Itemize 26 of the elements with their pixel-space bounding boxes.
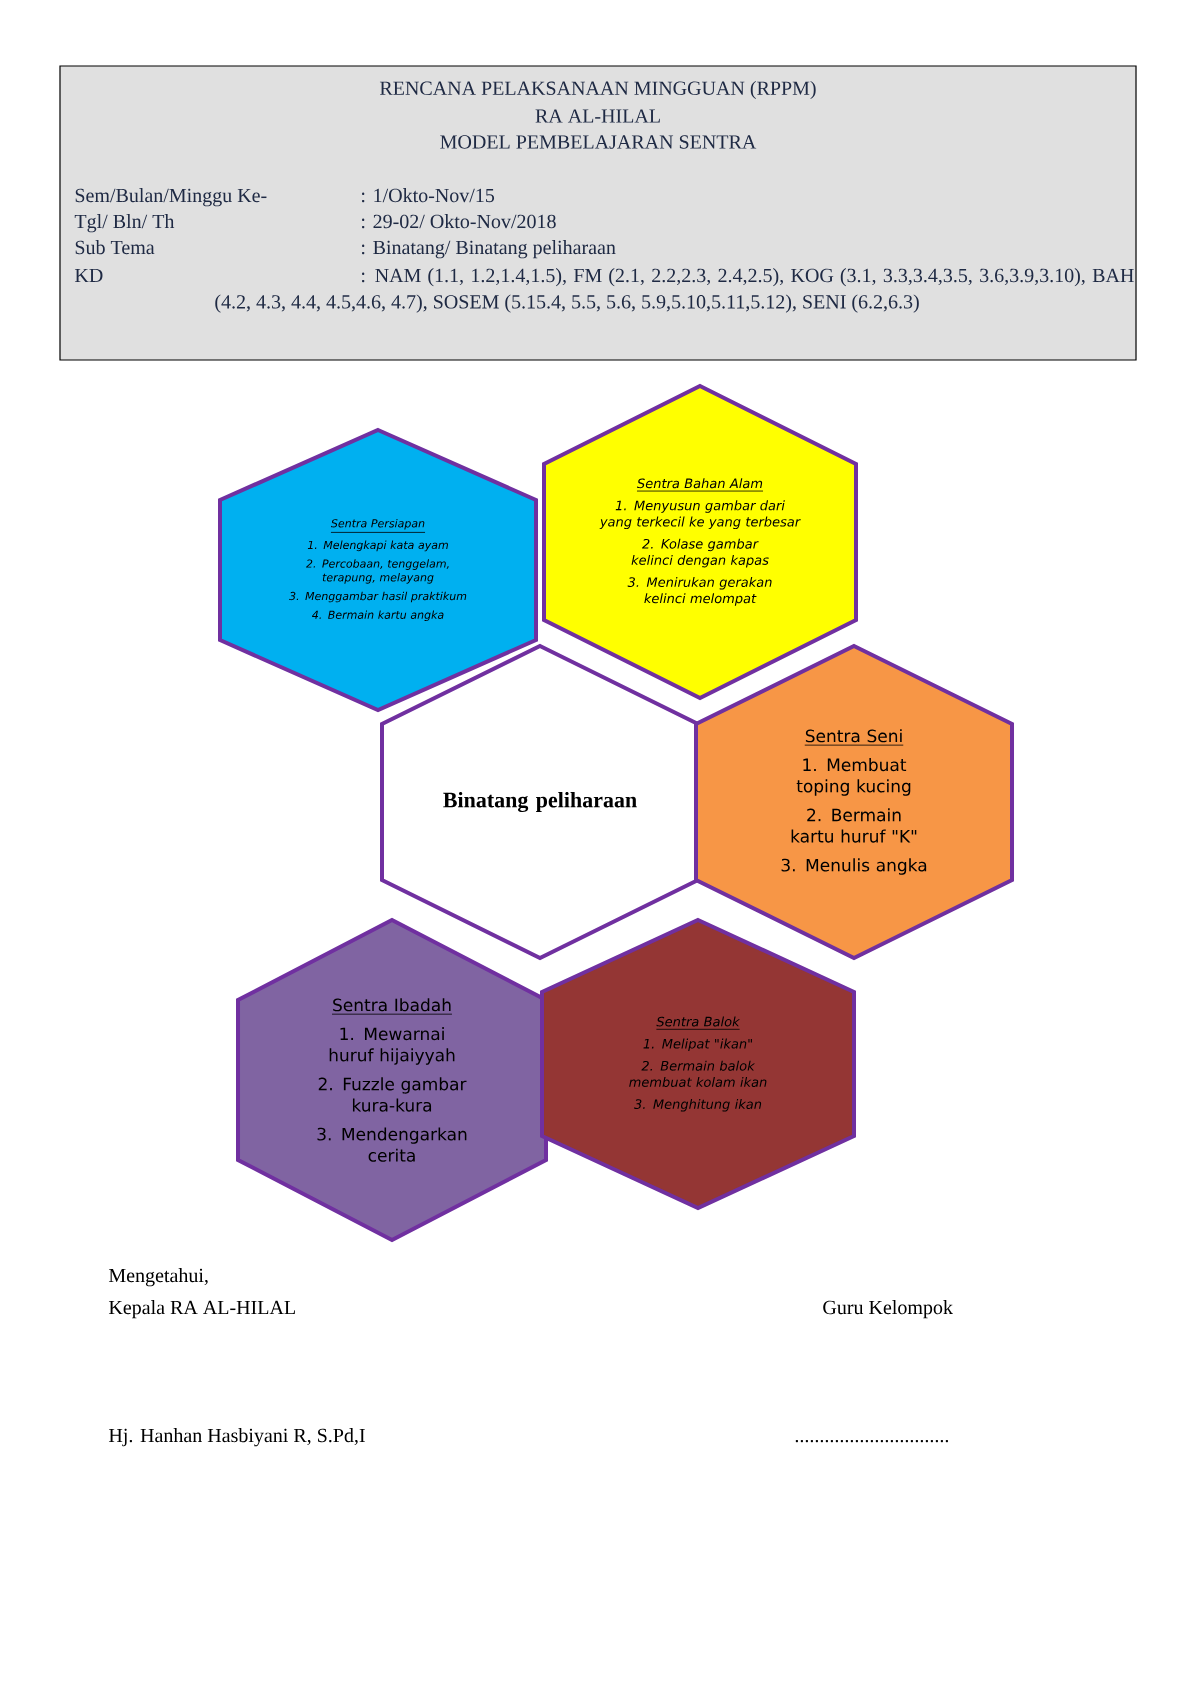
field-value: : 1/Okto-Nov/15 bbox=[361, 188, 495, 203]
list-item: 2. Bermain kartu huruf "K" bbox=[791, 808, 917, 843]
field-label: Sem/Bulan/Minggu Ke- bbox=[75, 188, 267, 207]
signature-text: Hj. Hanhan Hasbiyani R, S.Pd,I bbox=[108, 1428, 365, 1447]
title-line: RA AL-HILAL bbox=[535, 109, 660, 123]
center-text: Binatang peliharaan bbox=[443, 791, 637, 813]
header-box bbox=[59, 65, 1137, 361]
signature-text: Guru Kelompok bbox=[823, 1300, 953, 1319]
list-item: 3. Menulis angka bbox=[781, 858, 927, 875]
field-value: : 29-02/ Okto-Nov/2018 bbox=[361, 214, 556, 229]
signature-text: Kepala RA AL-HILAL bbox=[108, 1300, 295, 1319]
heading: Sentra Ibadah bbox=[331, 998, 453, 1015]
title-line: RENCANA PELAKSANAAN MINGGUAN (RPPM) bbox=[379, 80, 816, 100]
field-label: KD bbox=[74, 268, 103, 283]
list-item: 2. Fuzzle gambar kura-kura bbox=[318, 1077, 467, 1112]
field-label: Sub Tema bbox=[75, 240, 155, 255]
field-value: : Binatang/ Binatang peliharaan bbox=[361, 240, 616, 259]
field-value: : NAM (1.1, 1.2,1.4,1.5), FM (2.1, 2.2,2.3, 2.4,2.5), KOG (3.1, 3.3,3.4,3.5, 3.6,3.9,3.10), BAH (4.2, 4.3, 4.4, 4.5,4.6, 4.7), SOSEM (5.15.4, 5.5, 5.6, 5.9,5.10,5.11,5.12), SENI (6.2,6.3) bbox=[215, 268, 1134, 313]
list-item: 1. Membuat toping kucing bbox=[796, 758, 911, 796]
signature-text: ............................... bbox=[795, 1439, 949, 1443]
list-item: 3. Mendengarkan cerita bbox=[317, 1127, 467, 1162]
field-label: Tgl/ Bln/ Th bbox=[74, 214, 175, 233]
title-line: MODEL PEMBELAJARAN SENTRA bbox=[440, 135, 757, 149]
list-item: 1. Mewarnai huruf hijaiyyah bbox=[329, 1027, 455, 1065]
signature-text: Mengetahui, bbox=[108, 1268, 208, 1287]
heading: Sentra Seni bbox=[804, 729, 904, 746]
